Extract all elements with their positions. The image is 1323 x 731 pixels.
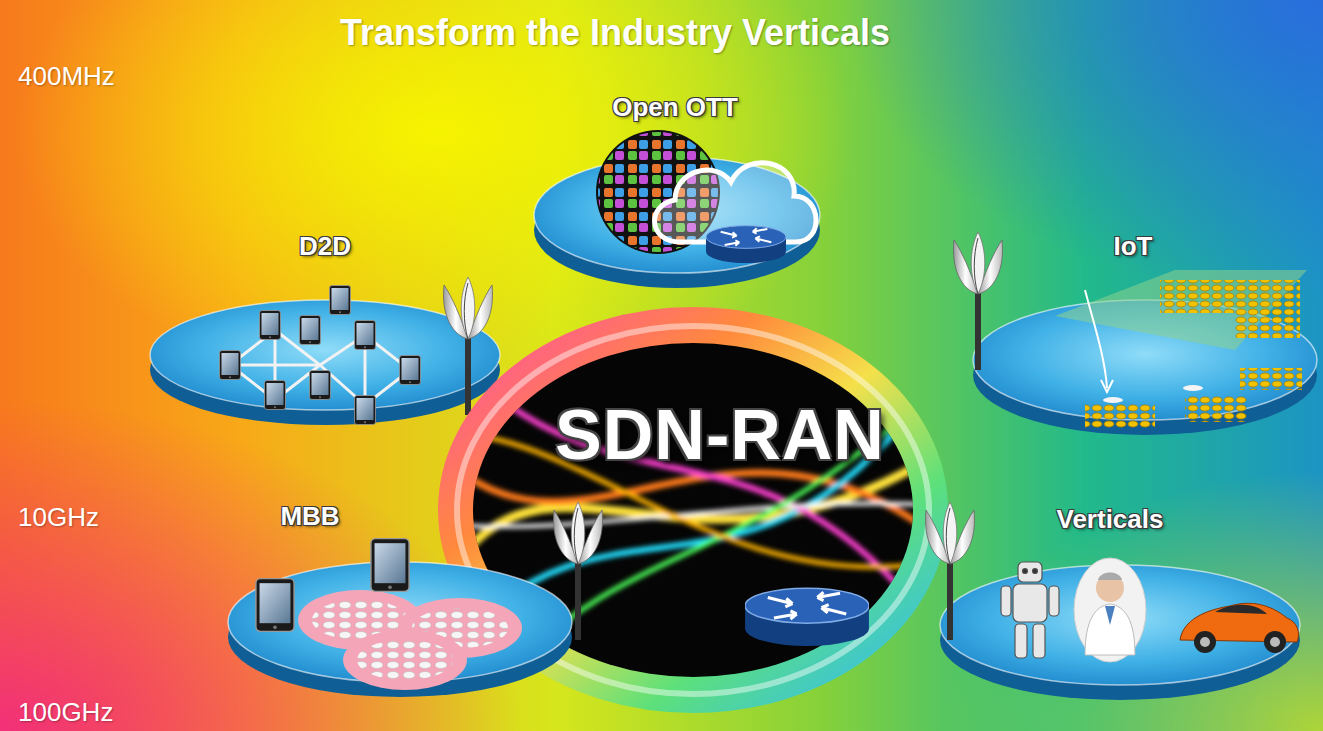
frequency-label: 100GHz xyxy=(18,698,113,727)
platform-label: MBB xyxy=(280,502,339,532)
center-label: SDN-RAN xyxy=(555,395,885,476)
iot-platform: IoT xyxy=(935,228,1320,458)
frequency-label: 10GHz xyxy=(18,503,99,532)
small-cells xyxy=(298,590,522,690)
frequency-label: 400MHz xyxy=(18,62,115,91)
tablet xyxy=(256,579,294,632)
tablets xyxy=(220,286,421,425)
coverage-plane xyxy=(1055,270,1307,350)
slide-title: Transform the Industry Verticals xyxy=(340,12,890,53)
verticals-platform: Verticals xyxy=(915,500,1310,720)
platform-label: Open OTT xyxy=(612,93,738,123)
platform-label: D2D xyxy=(299,232,351,262)
d2d-platform: D2D xyxy=(145,230,505,445)
antenna xyxy=(926,502,975,640)
platform-label: Verticals xyxy=(1057,505,1164,535)
antenna xyxy=(954,232,1003,370)
platform-disc xyxy=(145,230,505,445)
platform-disc xyxy=(530,90,830,315)
ott-platform: Open OTT xyxy=(530,90,830,315)
sports-car xyxy=(1180,603,1299,653)
platform-disc xyxy=(225,500,610,715)
antenna xyxy=(554,502,603,640)
doctor xyxy=(1074,558,1146,662)
sensor-clusters xyxy=(1085,280,1302,428)
platform-label: IoT xyxy=(1114,232,1153,262)
link-arrow xyxy=(1085,290,1107,388)
tablet xyxy=(371,539,409,592)
router xyxy=(706,226,786,263)
mbb-platform: MBB xyxy=(225,500,610,715)
robot xyxy=(1001,562,1059,658)
router xyxy=(745,588,869,646)
platform-disc xyxy=(935,228,1320,458)
